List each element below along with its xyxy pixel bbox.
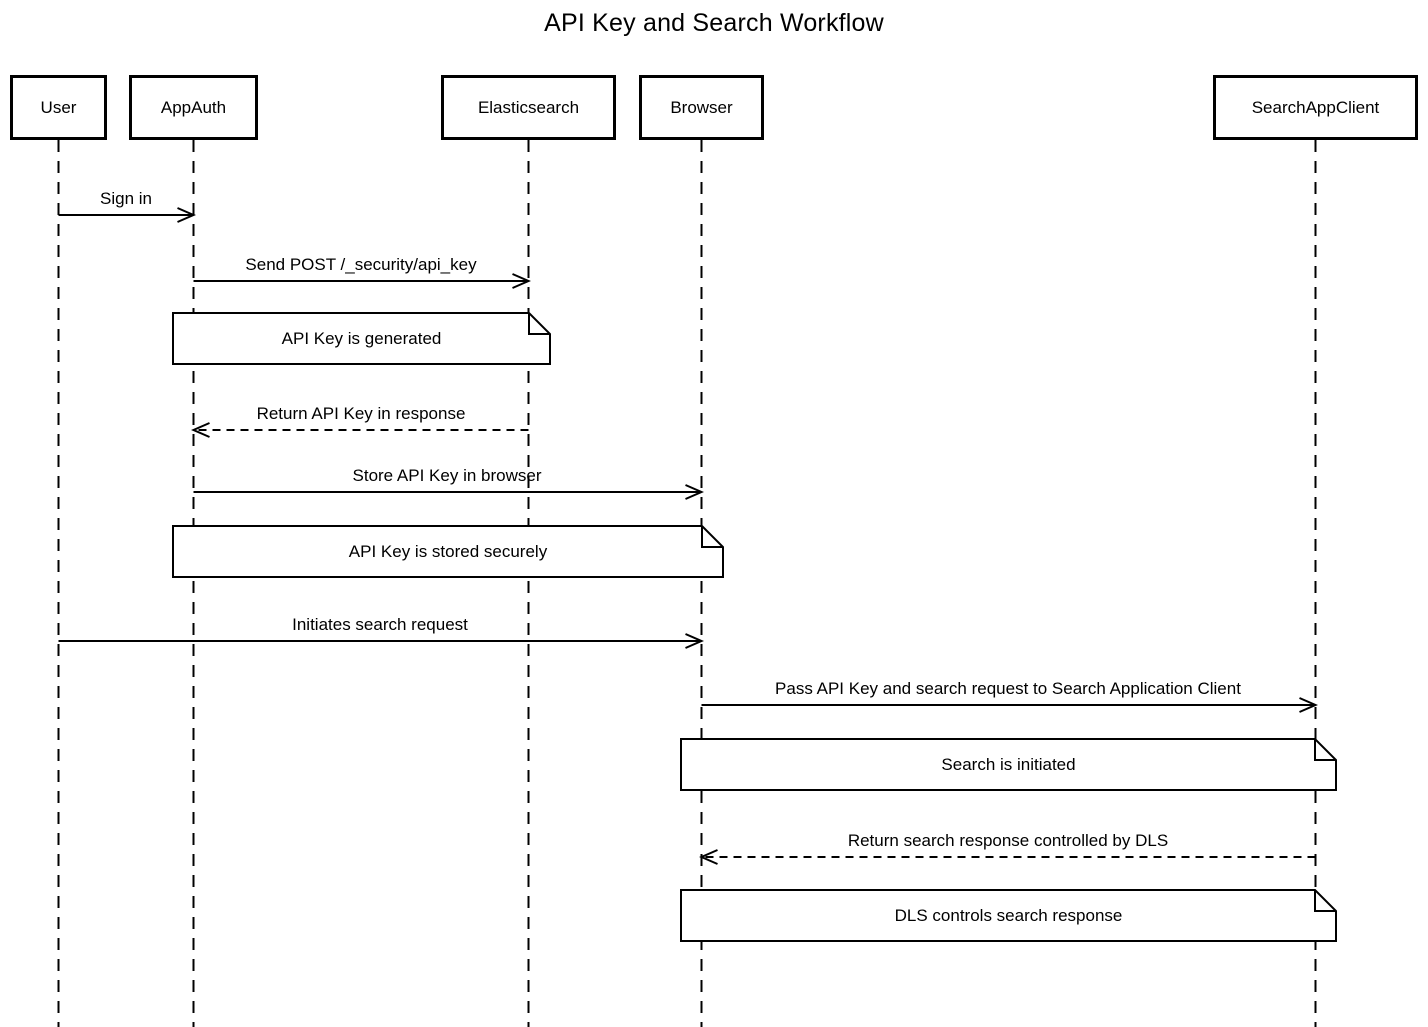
actor-box-user: User: [10, 75, 107, 140]
arrowhead-send-post: [512, 273, 531, 289]
actor-box-elasticsearch: Elasticsearch: [441, 75, 616, 140]
note-shape: [680, 738, 1337, 791]
actor-box-browser: Browser: [639, 75, 764, 140]
message-label-pass-api-key: Pass API Key and search request to Searc…: [775, 679, 1241, 698]
actor-label-searchappclient: SearchAppClient: [1251, 97, 1380, 117]
note-search-initiated: Search is initiated: [680, 738, 1337, 791]
arrowhead-return-api-key: [191, 422, 210, 438]
actor-label-elasticsearch: Elasticsearch: [477, 97, 580, 117]
note-text: API Key is stored securely: [348, 541, 548, 561]
message-label-initiates-search: Initiates search request: [292, 615, 468, 634]
note-shape: [172, 312, 551, 365]
message-label-return-api-key: Return API Key in response: [256, 404, 466, 423]
actor-box-appauth: AppAuth: [129, 75, 258, 140]
actor-box-searchappclient: SearchAppClient: [1213, 75, 1418, 140]
actor-label-browser: Browser: [670, 97, 733, 117]
note-shape: [680, 889, 1337, 942]
message-label-sign-in: Sign in: [100, 189, 152, 208]
note-api-key-stored: API Key is stored securely: [172, 525, 724, 578]
actor-label-appauth: AppAuth: [160, 97, 227, 117]
arrowhead-initiates-search: [685, 633, 704, 649]
message-label-return-search-response: Return search response controlled by DLS: [847, 831, 1169, 850]
arrowhead-pass-api-key: [1299, 697, 1318, 713]
note-api-key-generated: API Key is generated: [172, 312, 551, 365]
note-text: API Key is generated: [281, 328, 442, 348]
diagram-title: API Key and Search Workflow: [544, 9, 884, 37]
message-label-send-post: Send POST /_security/api_key: [245, 255, 477, 274]
message-label-store-api-key: Store API Key in browser: [352, 466, 542, 485]
note-text: DLS controls search response: [894, 905, 1123, 925]
note-text: Search is initiated: [941, 754, 1076, 774]
note-dls-controls: DLS controls search response: [680, 889, 1337, 942]
arrowhead-store-api-key: [685, 484, 704, 500]
actor-label-user: User: [40, 97, 77, 117]
note-shape: [172, 525, 724, 578]
arrowhead-return-search-response: [699, 849, 718, 865]
arrowhead-sign-in: [177, 207, 196, 223]
